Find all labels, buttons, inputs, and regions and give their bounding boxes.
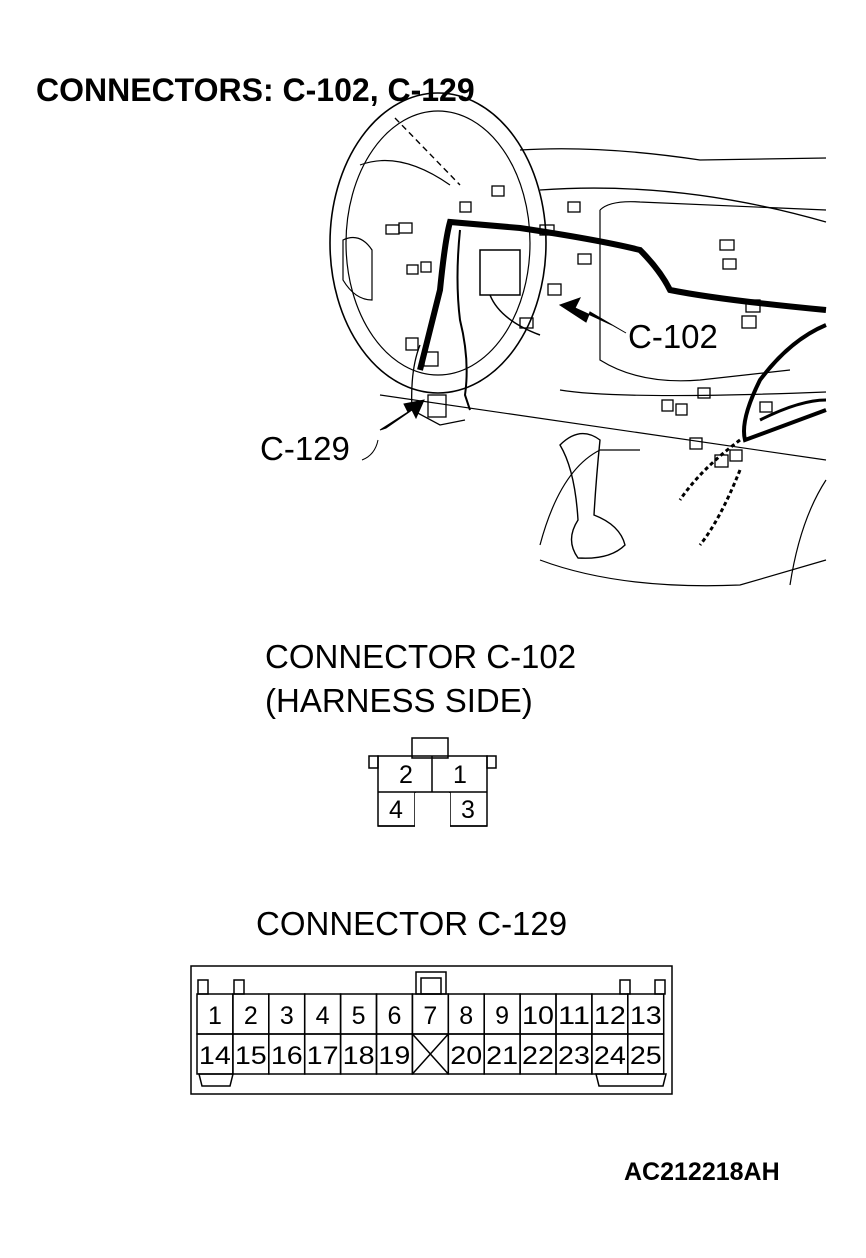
dash-top-edge: [519, 148, 827, 161]
dash-center-panel-top: [599, 201, 827, 211]
steering-column-axis: [394, 117, 461, 186]
c129-pin: 1: [208, 1002, 222, 1030]
steering-wheel-inner: [345, 110, 531, 376]
c129-pin: 20: [450, 1042, 482, 1070]
column-wire: [489, 294, 541, 336]
c102-pin: 3: [461, 796, 475, 824]
c129-latch-inner: [420, 977, 442, 995]
dash-lower-line: [379, 394, 827, 461]
connector-c102-subtitle: (HARNESS SIDE): [265, 682, 533, 719]
c102-pin: 1: [453, 761, 467, 789]
connector-c102-title: CONNECTOR C-102: [265, 638, 577, 675]
c129-pin: 2: [244, 1002, 258, 1030]
c129-pin: 13: [630, 1002, 662, 1030]
dash-upper-edge: [539, 187, 827, 223]
c129-lock: [619, 979, 631, 995]
c129-pin: 3: [280, 1002, 294, 1030]
figure-code: AC212218AH: [624, 1158, 780, 1186]
arrow-c102-icon: [558, 297, 627, 334]
c129-pin: 10: [522, 1002, 554, 1030]
c129-pin: 4: [316, 1002, 330, 1030]
c129-lock: [197, 979, 209, 995]
harness-branch-right: [742, 323, 827, 443]
c129-lock: [233, 979, 245, 995]
c129-pin: 15: [235, 1042, 267, 1070]
c129-pin: 9: [495, 1002, 509, 1030]
c129-pin: 7: [423, 1002, 437, 1030]
c129-pin: 14: [199, 1042, 231, 1070]
c129-empty-cavity-icon: [411, 1033, 449, 1075]
c129-pin: 23: [558, 1042, 590, 1070]
connector-c129-title: CONNECTOR C-129: [256, 905, 568, 942]
c129-lock: [654, 979, 666, 995]
dash-center-panel: [599, 210, 791, 382]
column-harness: [456, 229, 471, 411]
arrow-c129-icon: [379, 399, 425, 431]
steering-wheel-spoke: [359, 159, 451, 186]
c129-pin: 5: [352, 1002, 366, 1030]
c129-pin: 21: [486, 1042, 518, 1070]
steering-wheel-spoke-left: [342, 237, 373, 301]
c129-pin: 16: [271, 1042, 303, 1070]
c129-pin: 22: [522, 1042, 554, 1070]
c129-pin: 17: [307, 1042, 339, 1070]
c129-pin: 8: [459, 1002, 473, 1030]
c129-pin: 11: [558, 1002, 590, 1030]
c129-pin: 24: [594, 1042, 626, 1070]
console-base: [539, 559, 827, 587]
c129-pin: 12: [594, 1002, 626, 1030]
harness-branch-lower: [678, 438, 741, 501]
gear-shifter: [559, 432, 626, 559]
c102-latch: [411, 737, 449, 759]
console-right-edge: [789, 479, 827, 586]
callout-c102: C-102: [628, 318, 718, 355]
harness-connectors: [385, 185, 773, 468]
harness-branch-right-2: [759, 398, 827, 422]
c129-pin: 18: [343, 1042, 375, 1070]
c129-foot-right: [595, 1073, 667, 1087]
steering-wheel-rim: [329, 92, 547, 394]
c129-foot-left: [198, 1073, 234, 1087]
c102-pin: 2: [399, 761, 413, 789]
c129-leader: [361, 439, 379, 461]
main-wiring-harness: [417, 218, 827, 371]
callout-c129: C-129: [260, 430, 350, 467]
c129-housing: [190, 965, 673, 1095]
page-title: CONNECTORS: C-102, C-129: [36, 72, 475, 108]
steering-lock-module: [479, 249, 521, 296]
console-left-edge: [539, 449, 640, 546]
dash-lower-line-2: [559, 389, 827, 397]
harness-branch-lower-2: [698, 469, 742, 546]
c102-pin: 4: [389, 796, 403, 824]
c129-pin: 19: [378, 1042, 410, 1070]
c129-pin: 6: [387, 1002, 401, 1030]
c129-pin: 25: [630, 1042, 662, 1070]
